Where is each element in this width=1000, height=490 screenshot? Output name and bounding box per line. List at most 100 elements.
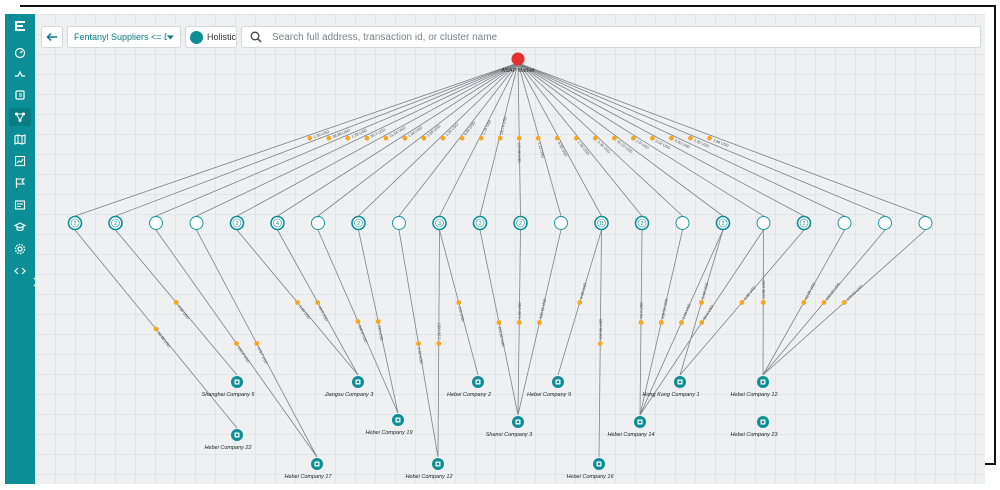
cluster-node-9	[432, 215, 447, 231]
sidebar-item-graph[interactable]	[9, 108, 31, 126]
sidebar-item-reports[interactable]	[9, 196, 31, 214]
building-window-icon	[235, 433, 239, 437]
edge-8-label: 1.96 USD	[417, 347, 424, 364]
holistic-toggle[interactable]: Holistic	[185, 26, 237, 48]
edge-source-to-node-1-label: 38.88 USD	[332, 128, 351, 139]
edge-12-label: 103.83 USD	[497, 326, 505, 347]
sidebar-item-map[interactable]	[9, 130, 31, 148]
edge-1-marker-icon	[173, 300, 179, 305]
sidebar-item-trend[interactable]	[9, 65, 31, 83]
edge-source-to-node-6-label: 2.98 USD	[426, 124, 442, 138]
edge-source-to-node-8-marker-icon	[459, 135, 465, 141]
edge-9-label: 1.36 USD	[437, 323, 441, 340]
company-node-6-label: Hebei Company 2	[447, 392, 491, 398]
edge-7-label: 270 USD	[377, 325, 384, 341]
building-window-icon	[761, 420, 765, 424]
sidebar-item-developer[interactable]	[9, 262, 31, 280]
edge-20-label: 5.48 USD	[701, 282, 709, 299]
edge-source-to-node-8-label: 4.96 USD	[463, 121, 476, 137]
education-icon	[14, 222, 26, 232]
edge-4-marker-icon	[315, 300, 321, 305]
sidebar-item-settings[interactable]	[9, 240, 31, 258]
edge-13-marker-icon	[537, 320, 542, 325]
filter-dropdown[interactable]: Fentanyl Suppliers <= DN...	[67, 26, 181, 48]
edge-24-label: 170.53 USD	[846, 284, 864, 302]
edge-16-label: 49.4 USD	[640, 302, 644, 319]
edge-source-to-node-9-marker-icon	[478, 135, 484, 141]
edge-source-to-node-7	[358, 62, 519, 217]
logo-icon	[15, 21, 25, 31]
edge-source-to-node-9-label: 1.16 USD	[482, 119, 493, 136]
company-node-10-label: Hebei Company 14	[607, 432, 654, 438]
edge-8-marker-icon	[416, 341, 421, 346]
edge-source-to-node-8	[398, 62, 519, 217]
cluster-node-17	[756, 216, 771, 230]
cluster-node-11-ring-icon	[516, 218, 525, 228]
edge-source-to-node-2	[155, 62, 519, 217]
report-icon	[14, 200, 26, 210]
cluster-node-4-ring-icon	[232, 218, 242, 228]
caret-down-icon	[167, 34, 174, 40]
edge-18-label: 1.16 USD	[682, 303, 692, 320]
holistic-icon	[190, 30, 203, 44]
cluster-node-0	[67, 215, 83, 231]
building-window-icon	[678, 380, 682, 384]
edge-11-label: 6.86 USD	[518, 302, 522, 319]
edge-source-to-node-10-marker-icon	[497, 135, 503, 141]
edge-6-label: 348.8 USD	[357, 325, 368, 344]
edge-17-label: 118.55 USD	[661, 298, 669, 319]
edge-4-label: 49.5 USD	[317, 305, 328, 322]
source-node-label: ASAP Market	[502, 68, 535, 74]
cluster-node-11	[513, 215, 528, 231]
sidebar-item-flags[interactable]	[9, 174, 31, 192]
edge-5-label: 1.84 USD	[298, 305, 311, 321]
edge-19-label: 69.4 USD	[703, 304, 715, 320]
sidebar-item-cases[interactable]	[9, 86, 31, 104]
edge-13-label: 102.56 USD	[539, 298, 547, 319]
edge-source-to-node-15-marker-icon	[592, 135, 598, 141]
filter-dropdown-label: Fentanyl Suppliers <= DN...	[74, 32, 167, 42]
cluster-node-16-count: 2	[722, 221, 725, 227]
edge-25-label: 11.88 USD	[762, 280, 766, 299]
edge-source-to-node-16	[517, 62, 724, 217]
sidebar	[5, 14, 35, 484]
edge-source-to-node-10-label: 28.74 USD	[500, 116, 508, 135]
sidebar-item-education[interactable]	[9, 218, 31, 236]
building-window-icon	[436, 462, 440, 466]
building-window-icon	[235, 380, 239, 384]
sidebar-item-dashboard[interactable]	[9, 44, 31, 62]
source-node-icon	[511, 52, 525, 66]
sidebar-item-chart[interactable]	[9, 152, 31, 170]
edge-18-marker-icon	[679, 320, 684, 325]
cluster-node-15	[675, 216, 690, 230]
code-icon	[14, 267, 26, 275]
edge-23-marker-icon	[821, 300, 827, 305]
cluster-node-13-count: 11	[599, 221, 604, 227]
chart-icon	[14, 155, 26, 167]
edge-source-to-node-0	[74, 62, 519, 217]
edge-14-marker-icon	[577, 300, 583, 305]
company-node-12-label: Hebei Company 12	[730, 392, 777, 398]
edge-source-to-node-2-marker-icon	[345, 135, 351, 141]
back-button[interactable]	[41, 26, 63, 48]
edge-25-marker-icon	[760, 300, 766, 305]
cluster-node-2	[149, 216, 163, 230]
cluster-node-16	[715, 215, 731, 231]
edge-source-to-node-3-marker-icon	[364, 135, 370, 141]
cluster-node-5-count: 4	[276, 221, 279, 227]
building-window-icon	[315, 462, 319, 466]
cluster-node-6	[311, 216, 325, 230]
cluster-node-4	[229, 215, 245, 231]
edge-1-label: 4.86 USD	[177, 305, 190, 321]
cluster-node-7-ring-icon	[354, 218, 363, 228]
cluster-node-0-ring-icon	[70, 218, 80, 228]
edge-source-to-node-2-label: 1.28 USD	[351, 128, 368, 138]
edge-source-to-node-20-label: 1.32 USD	[693, 138, 710, 148]
search-input[interactable]	[270, 30, 954, 44]
edge-0-label: 26.88 USD	[156, 331, 171, 348]
edge-source-to-node-0-label: 1.36 USD	[313, 130, 330, 139]
cluster-node-5-ring-icon	[273, 218, 282, 228]
edge-source-to-node-20	[517, 62, 886, 217]
